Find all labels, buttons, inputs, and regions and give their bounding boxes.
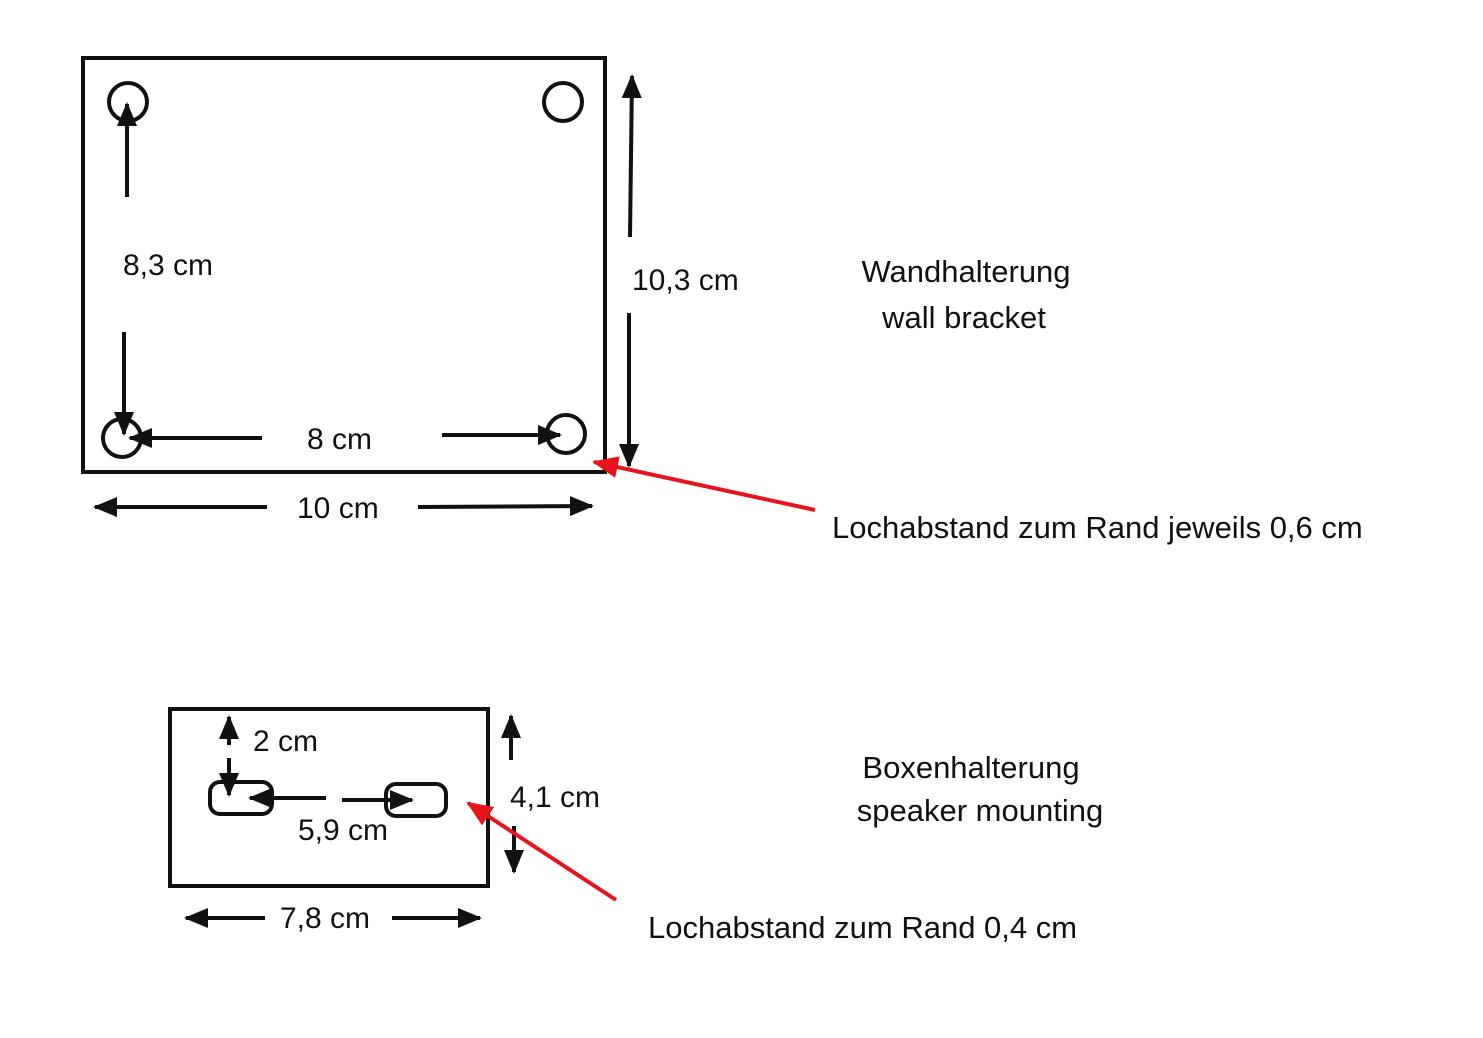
dim-label-slot-spacing: 5,9 cm <box>298 814 388 847</box>
wall-bracket-edge-note: Lochabstand zum Rand jeweils 0,6 cm <box>832 510 1363 545</box>
hole-top-right <box>542 81 584 123</box>
edge-distance-pointer <box>592 456 816 512</box>
dim-label-width: 10 cm <box>297 492 379 525</box>
dim-label-mount-height: 4,1 cm <box>510 781 600 814</box>
speaker-mount-title-de: Boxenhalterung <box>862 750 1079 785</box>
wall-bracket-outline <box>81 56 607 474</box>
dim-label-horizontal-holes: 8 cm <box>307 423 372 456</box>
height-arrow-up <box>621 74 642 238</box>
speaker-mount-title-en: speaker mounting <box>857 793 1103 828</box>
wall-bracket-title-en: wall bracket <box>881 300 1046 335</box>
dim-label-mount-width: 7,8 cm <box>280 902 370 935</box>
dim-label-height: 10,3 cm <box>632 264 739 297</box>
mount-edge-distance-pointer <box>466 801 618 902</box>
width-arrow-right <box>417 496 594 517</box>
dim-label-slot-length: 2 cm <box>253 725 318 758</box>
speaker-mount-drawing: 2 cm 5,9 cm 4,1 cm 7,8 cm Boxenhalterung… <box>168 707 1103 945</box>
speaker-mount-edge-note: Lochabstand zum Rand 0,4 cm <box>648 910 1077 945</box>
wall-bracket-title-de: Wandhalterung <box>861 254 1070 289</box>
dim-label-vertical-holes: 8,3 cm <box>123 249 213 282</box>
speaker-mount-outline <box>168 707 490 888</box>
wall-bracket-drawing: 8,3 cm 8 cm 10,3 cm 10 cm Wandhalterung … <box>81 56 1363 545</box>
